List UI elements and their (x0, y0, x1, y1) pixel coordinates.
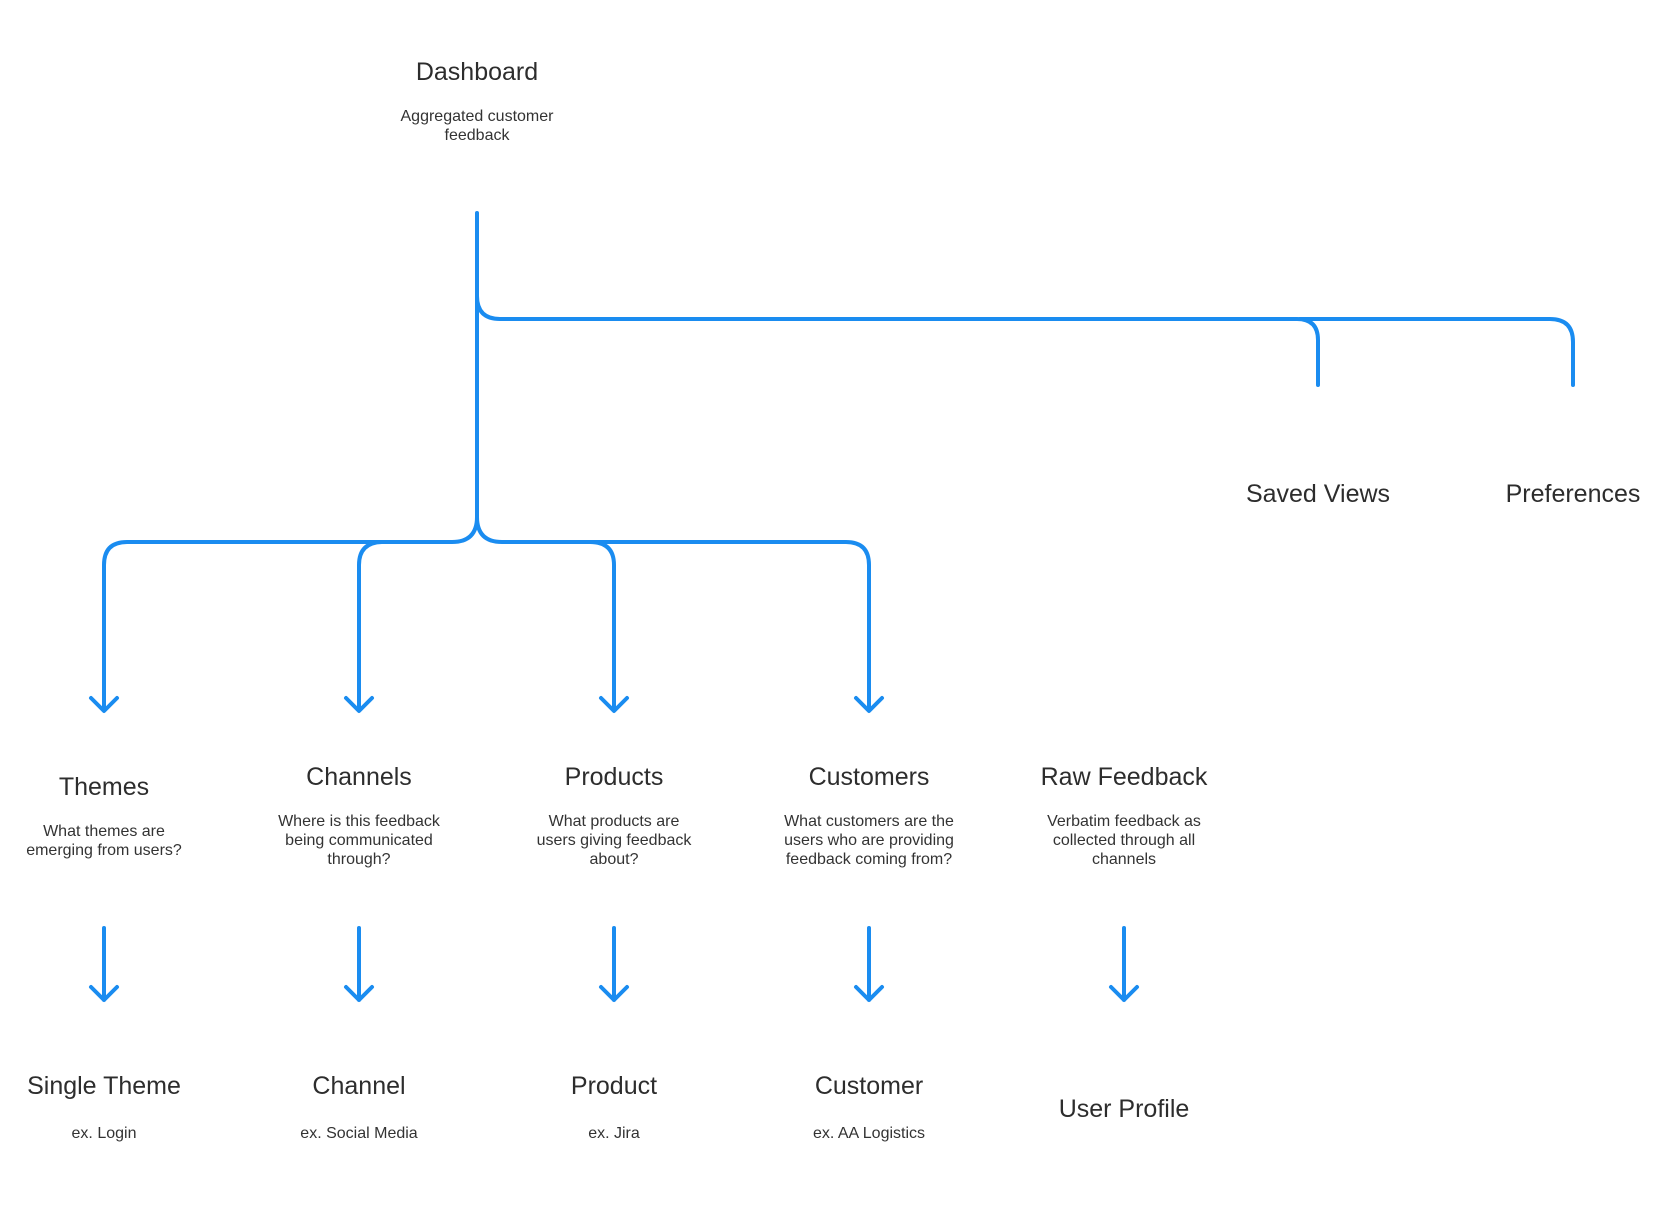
customers-description: What customers are the users who are pro… (784, 813, 954, 868)
branch-line-preferences (1298, 317, 1575, 387)
channel-example: ex. Social Media (300, 1125, 418, 1142)
themes-title: Themes (58, 773, 150, 801)
channels-node[interactable]: Channels Where is this feedback being co… (239, 762, 479, 869)
themes-node[interactable]: Themes What themes are emerging from use… (0, 772, 224, 860)
single-theme-title: Single Theme (27, 1072, 181, 1100)
arrow-rawfeedback-detail (1109, 926, 1139, 1002)
raw-feedback-title: Raw Feedback (1040, 763, 1208, 791)
branch-line-products (588, 540, 616, 712)
themes-description: What themes are emerging from users? (26, 823, 182, 859)
products-description: What products are users giving feedback … (536, 813, 692, 868)
product-example: ex. Jira (588, 1125, 640, 1142)
user-profile-title: User Profile (1058, 1095, 1190, 1123)
user-profile-node[interactable]: User Profile (1004, 1094, 1244, 1124)
customer-title: Customer (814, 1072, 924, 1100)
arrowhead-channels (344, 696, 374, 713)
channel-node[interactable]: Channel ex. Social Media (239, 1071, 479, 1143)
channels-description: Where is this feedback being communicate… (278, 813, 440, 868)
arrowhead-customers (854, 696, 884, 713)
arrow-themes-detail (89, 926, 119, 1002)
products-title: Products (564, 763, 664, 791)
arrowhead-products (599, 696, 629, 713)
single-theme-example: ex. Login (71, 1125, 137, 1142)
products-node[interactable]: Products What products are users giving … (494, 762, 734, 869)
saved-views-title: Saved Views (1245, 480, 1391, 508)
product-title: Product (570, 1072, 658, 1100)
arrow-customers-detail (854, 926, 884, 1002)
arrow-channels-detail (344, 926, 374, 1002)
raw-feedback-description: Verbatim feedback as collected through a… (1047, 813, 1201, 868)
arrow-products-detail (599, 926, 629, 1002)
channel-title: Channel (312, 1072, 406, 1100)
preferences-node[interactable]: Preferences (1453, 479, 1670, 509)
customer-example: ex. AA Logistics (812, 1125, 926, 1142)
dashboard-description: Aggregated customer feedback (400, 108, 554, 144)
arrowhead-themes (89, 696, 119, 713)
saved-views-node[interactable]: Saved Views (1198, 479, 1438, 509)
customer-node[interactable]: Customer ex. AA Logistics (749, 1071, 989, 1143)
branch-line-channels (357, 540, 385, 712)
customers-node[interactable]: Customers What customers are the users w… (749, 762, 989, 869)
branch-line-right (475, 515, 871, 712)
channels-title: Channels (306, 763, 412, 791)
single-theme-node[interactable]: Single Theme ex. Login (0, 1071, 224, 1143)
dashboard-title: Dashboard (415, 58, 539, 86)
product-node[interactable]: Product ex. Jira (494, 1071, 734, 1143)
raw-feedback-node[interactable]: Raw Feedback Verbatim feedback as collec… (1004, 762, 1244, 869)
branch-line-left (102, 515, 479, 712)
dashboard-node[interactable]: Dashboard Aggregated customer feedback (357, 57, 597, 145)
branch-line-top (475, 294, 1320, 387)
customers-title: Customers (808, 763, 930, 791)
preferences-title: Preferences (1505, 480, 1641, 508)
